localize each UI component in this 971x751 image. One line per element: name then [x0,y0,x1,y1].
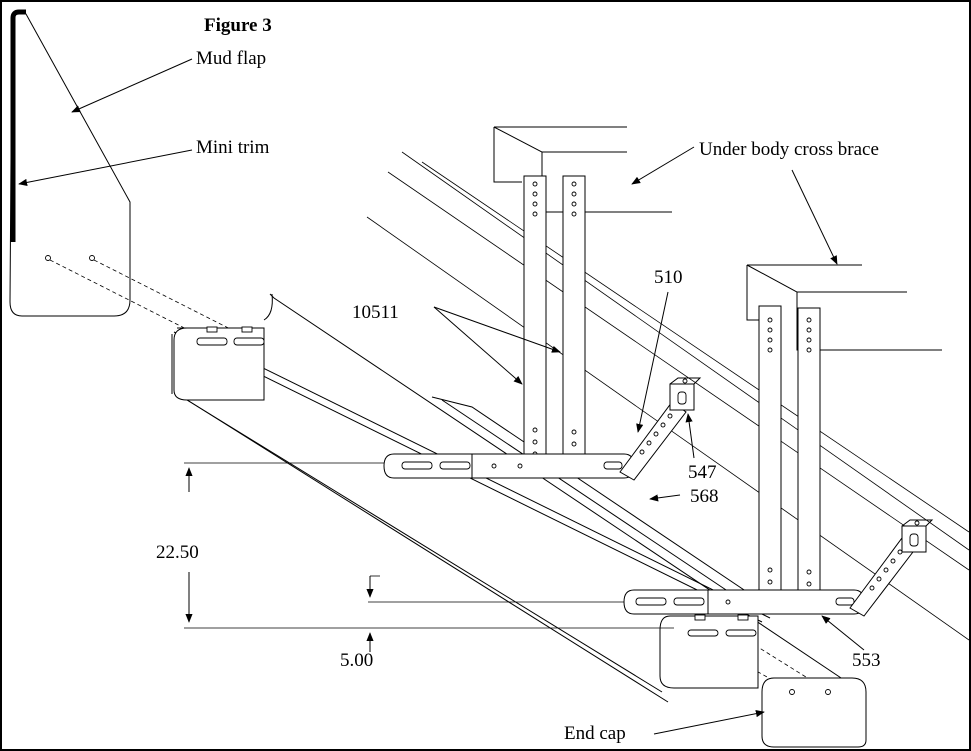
leader-mini-trim [18,149,193,186]
leader-547 [685,413,695,459]
leader-510 [636,291,669,433]
label-part-510: 510 [654,267,683,288]
step-end [659,614,759,689]
leader-568 [649,494,681,502]
upper-cross-bar [383,453,635,479]
bracket-10511-upper-left [523,175,547,479]
bracket-lower-angle [901,519,934,553]
leader-cross-brace-upper [631,146,695,185]
label-part-568: 568 [690,486,719,507]
leader-10511-a [433,306,523,385]
dimension-5-00 [366,575,624,652]
figure-title: Figure 3 [204,15,272,36]
label-under-body-cross-brace: Under body cross brace [699,139,879,160]
label-part-547: 547 [688,462,717,483]
label-part-553: 553 [852,650,881,671]
bracket-lower-left [758,305,782,611]
bracket-10511-upper-right [562,175,586,479]
label-mud-flap: Mud flap [196,48,266,69]
mini-trim [10,9,26,242]
dimension-22-50 [184,462,674,629]
dimension-height-label: 22.50 [156,542,199,563]
diagonal-brace-510 [619,401,687,481]
end-cap [761,677,867,748]
fastener-line [49,259,213,343]
label-end-cap: End cap [564,723,626,744]
label-part-10511: 10511 [352,302,399,323]
mud-flap [9,13,131,317]
fastener-line [93,259,253,341]
cross-brace-lower [746,264,942,351]
leader-10511-b [433,306,561,353]
label-mini-trim: Mini trim [196,137,270,158]
lower-cross-bar [623,589,865,615]
bracket-lower-right [797,307,821,613]
frame-rails [366,151,969,641]
leader-mud-flap [71,58,193,113]
leader-end-cap [653,710,765,735]
leader-cross-brace-lower [791,169,838,265]
bracket-547 [669,377,702,411]
dimension-offset-label: 5.00 [340,650,373,671]
leader-553 [821,615,865,651]
